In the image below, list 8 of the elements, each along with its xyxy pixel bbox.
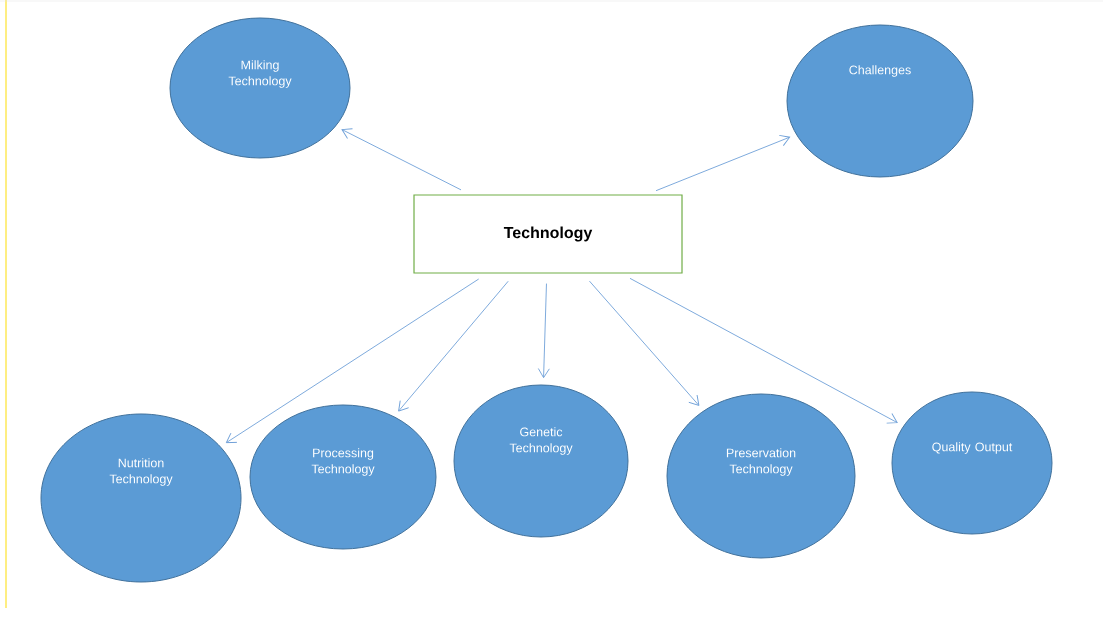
arrow <box>629 277 898 424</box>
arrow <box>398 280 509 412</box>
arrow <box>341 128 462 191</box>
arrow <box>655 135 791 192</box>
arrow <box>537 283 550 379</box>
arrow <box>589 280 700 406</box>
title-box: Technology <box>413 194 683 274</box>
arrow <box>225 278 480 444</box>
